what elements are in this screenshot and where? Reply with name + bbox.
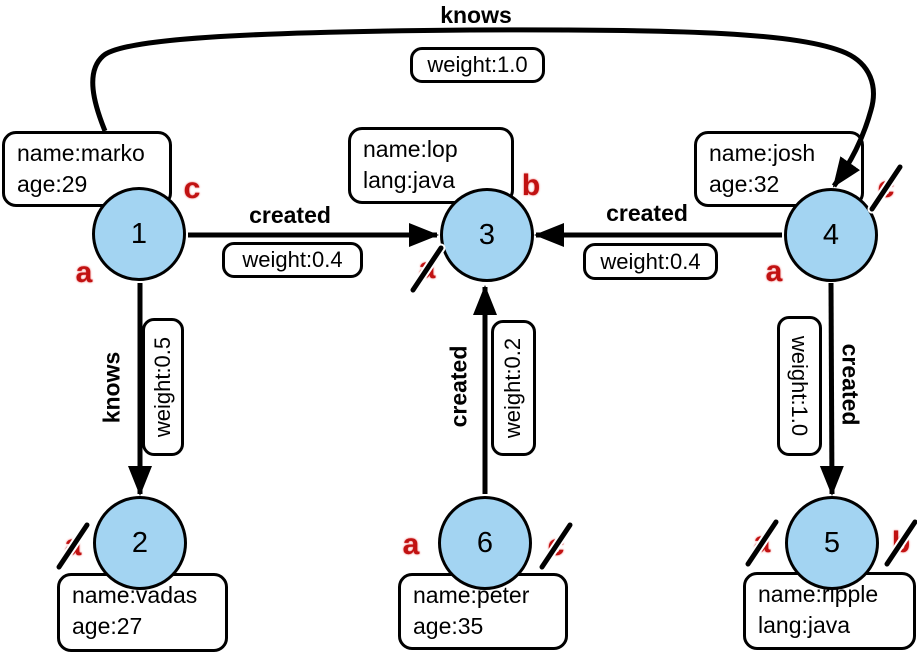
- property-line: name:marko: [17, 140, 145, 166]
- weight-badge-created-4-5: weight:1.0: [777, 316, 822, 456]
- property-line: age:29: [17, 171, 88, 197]
- property-line: lang:java: [758, 612, 851, 638]
- marker-letter-c: c: [183, 172, 201, 205]
- vertex-circle-2: 2: [93, 496, 187, 590]
- edge-knows-1-4: [90, 27, 876, 188]
- property-line: age:27: [72, 613, 143, 639]
- weight-value: weight:0.4: [600, 248, 701, 274]
- strike-icon: [54, 520, 92, 572]
- property-box-ripple: name:ripple lang:java: [743, 572, 916, 650]
- vertex-id: 2: [131, 526, 149, 559]
- vertex-circle-1: 1: [92, 187, 186, 281]
- strike-icon: [537, 520, 575, 572]
- weight-value: weight:0.4: [242, 247, 343, 272]
- vertex-circle-5: 5: [785, 496, 879, 590]
- vertex-circle-3: 3: [440, 188, 534, 282]
- weight-badge-created-6-3: weight:0.2: [491, 320, 536, 456]
- vertex-id: 5: [823, 526, 841, 559]
- property-line: lang:java: [363, 167, 456, 193]
- edge-label-created-4-3: created: [606, 200, 688, 226]
- property-line: age:35: [413, 613, 484, 639]
- vertex-circle-4: 4: [784, 188, 878, 282]
- weight-badge-created-1-3: weight:0.4: [222, 242, 363, 278]
- vertex-id: 1: [130, 217, 148, 250]
- property-line: name:lop: [363, 136, 458, 162]
- strike-icon: [882, 517, 917, 569]
- vertex-id: 3: [478, 218, 496, 251]
- edge-label-created-1-3: created: [249, 202, 331, 228]
- edge-created-4-5: [819, 282, 844, 496]
- marker-letter-b: b: [521, 169, 541, 202]
- weight-badge-knows-1-2: weight:0.5: [142, 318, 184, 456]
- vertex-id: 6: [476, 526, 494, 559]
- property-line: age:32: [709, 171, 780, 197]
- weight-badge-created-4-3: weight:0.4: [583, 243, 718, 280]
- strike-icon: [743, 517, 781, 569]
- edge-label-knows-top: knows: [440, 2, 512, 28]
- marker-letter-a: a: [765, 255, 783, 288]
- vertex-circle-6: 6: [438, 496, 532, 590]
- property-line: name:josh: [709, 140, 816, 166]
- marker-letter-a: a: [75, 256, 93, 289]
- property-box-marko: name:marko age:29: [2, 131, 172, 207]
- weight-value: weight:1.0: [427, 52, 528, 77]
- vertex-id: 4: [822, 218, 840, 251]
- strike-icon: [867, 162, 905, 214]
- weight-badge-knows-1-4: weight:1.0: [410, 47, 545, 83]
- strike-icon: [408, 243, 446, 295]
- marker-letter-a: a: [402, 528, 420, 561]
